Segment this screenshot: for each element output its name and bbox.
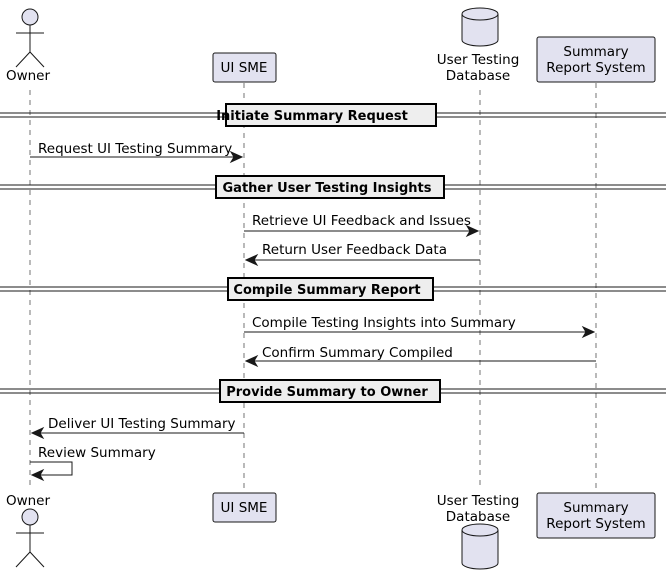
participant-box <box>212 492 277 523</box>
participant-label-line1: User Testing <box>437 52 520 68</box>
participant-box <box>536 36 656 83</box>
participant-label-line1: User Testing <box>437 493 520 509</box>
message-arrow: Request UI Testing Summary <box>30 141 244 164</box>
participant-owner-top: Owner <box>6 8 51 84</box>
section-divider: Provide Summary to Owner <box>0 379 666 403</box>
participant-summary-report-system-bottom: Summary Report System <box>536 492 656 539</box>
participant-label: Owner <box>6 493 51 509</box>
section-label: Gather User Testing Insights <box>223 181 432 196</box>
section-divider: Compile Summary Report <box>0 277 666 301</box>
message-arrow: Return User Feedback Data <box>244 242 480 267</box>
message-label: Request UI Testing Summary <box>38 141 232 157</box>
participant-ui-sme-top: UI SME <box>212 52 277 83</box>
participant-ui-sme-bottom: UI SME <box>212 492 277 523</box>
participant-owner-bottom: Owner <box>6 493 51 568</box>
participant-user-testing-database-top: User Testing Database <box>437 7 520 84</box>
message-label: Retrieve UI Feedback and Issues <box>252 213 471 229</box>
participant-summary-report-system-top: Summary Report System <box>536 36 656 83</box>
section-label: Initiate Summary Request <box>216 109 408 124</box>
message-label: Review Summary <box>38 445 156 461</box>
participant-box <box>536 492 656 539</box>
section-divider: Gather User Testing Insights <box>0 175 666 199</box>
participant-label-line2: Report System <box>546 60 645 76</box>
database-icon <box>461 7 499 47</box>
participant-label-line2: Database <box>446 509 510 525</box>
participant-label-line2: Report System <box>546 516 645 532</box>
section-label: Compile Summary Report <box>233 283 420 298</box>
participant-label-line2: Database <box>446 68 510 84</box>
actor-icon <box>15 508 45 568</box>
message-arrow: Compile Testing Insights into Summary <box>244 315 596 339</box>
participant-label-line1: Summary <box>563 500 628 516</box>
participant-label: UI SME <box>221 500 268 516</box>
participant-label: Owner <box>6 68 51 84</box>
participant-label-line1: Summary <box>563 44 628 60</box>
section-label: Provide Summary to Owner <box>226 385 428 400</box>
message-label: Deliver UI Testing Summary <box>48 416 235 432</box>
self-message-arrow: Review Summary <box>30 445 156 482</box>
database-icon <box>461 523 499 570</box>
message-label: Compile Testing Insights into Summary <box>252 315 516 331</box>
participant-label: UI SME <box>221 60 268 76</box>
message-arrow: Confirm Summary Compiled <box>244 345 596 368</box>
message-arrow: Retrieve UI Feedback and Issues <box>244 213 480 238</box>
section-divider: Initiate Summary Request <box>0 103 666 127</box>
participant-box <box>212 52 277 83</box>
message-label: Confirm Summary Compiled <box>262 345 453 361</box>
message-label: Return User Feedback Data <box>262 242 447 258</box>
actor-icon <box>15 8 45 68</box>
message-arrow: Deliver UI Testing Summary <box>30 416 244 440</box>
participant-user-testing-database-bottom: User Testing Database <box>437 493 520 570</box>
